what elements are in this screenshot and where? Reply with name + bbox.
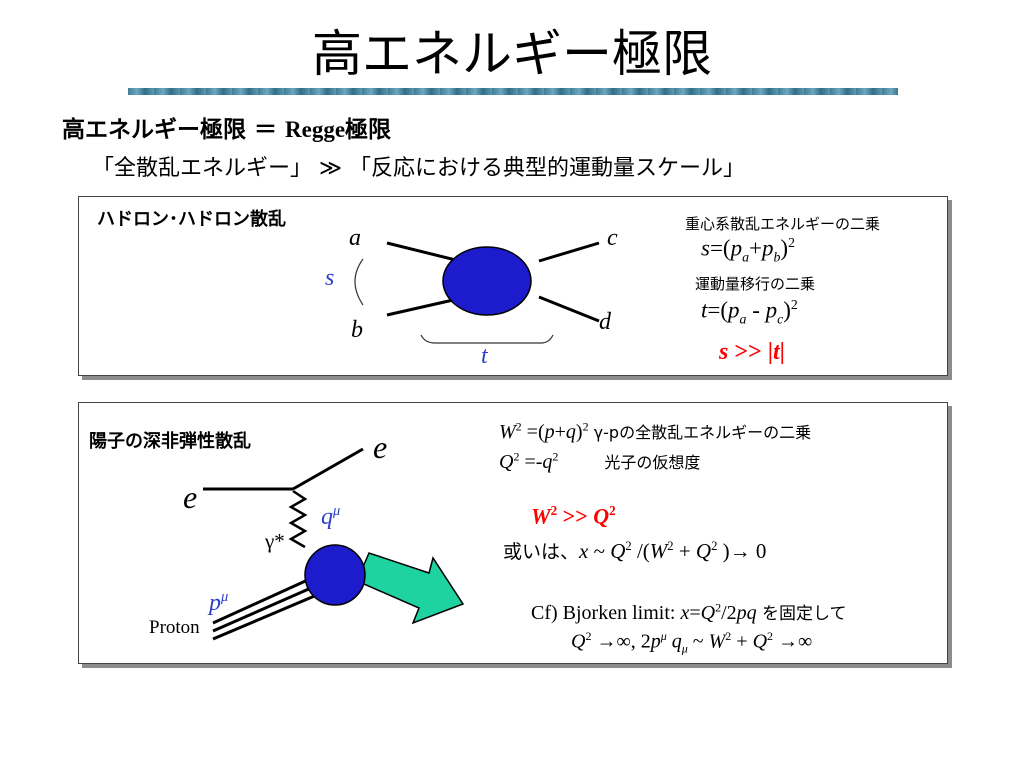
proton-momentum-label: pμ — [209, 589, 229, 616]
hadron-diagram — [354, 241, 600, 344]
dis-label: 陽子の深非弾性散乱 — [89, 431, 251, 452]
interaction-blob — [442, 246, 532, 316]
electron-out-line — [292, 447, 364, 491]
proton-blob — [304, 544, 366, 606]
virtual-photon-label: γ* — [265, 529, 285, 553]
particle-d: d — [599, 309, 611, 335]
title-underline — [128, 88, 898, 95]
w2-much-greater-q2: W2 >> Q2 — [531, 503, 616, 529]
electron-out-label: e — [373, 429, 388, 465]
slide-title: 高エネルギー極限 — [312, 25, 712, 83]
label-t: t — [481, 343, 488, 369]
heading-regge-limit: 高エネルギー極限 ＝ Regge極限 — [62, 110, 391, 144]
w2-definition: W2 =(p+q)2 γ-pの全散乱エネルギーの二乗 — [499, 419, 812, 443]
alternative-condition: 或いは、x ~ Q2 /(W2 + Q2 )→ 0 — [503, 539, 767, 563]
line-c — [538, 241, 600, 263]
heading-energy-comparison: 「全散乱エネルギー」 ≫ 「反応における典型的運動量スケール」 — [92, 156, 746, 181]
momentum-transfer-caption: 運動量移行の二乗 — [695, 275, 816, 293]
heading1-regge: Regge — [285, 117, 346, 142]
particle-a: a — [349, 225, 361, 251]
cm-energy-caption: 重心系散乱エネルギーの二乗 — [685, 215, 881, 233]
bjorken-limit-line: Cf) Bjorken limit: x=Q2/2pq を固定して — [531, 600, 847, 624]
dis-box: 陽子の深非弾性散乱 e e qμ γ* pμ Proton W2 =(p+q)2… — [78, 402, 948, 664]
s-bracket — [354, 258, 364, 306]
limit-line: Q2 →∞, 2pμ qμ ~ W2 + Q2 →∞ — [571, 629, 813, 656]
particle-c: c — [607, 225, 618, 251]
line-d — [538, 295, 600, 323]
proton-line-1 — [212, 571, 324, 625]
proton-line-3 — [212, 587, 332, 641]
proton-label: Proton — [149, 617, 200, 638]
t-formula: t=(pa - pc)2 — [701, 297, 798, 327]
s-much-greater-t: s >> |t| — [719, 339, 785, 365]
electron-in-label: e — [183, 479, 198, 515]
heading1-suffix: 極限 — [345, 117, 392, 143]
t-bracket — [420, 334, 554, 344]
hadron-jet-arrow — [356, 552, 465, 625]
hadron-scattering-label: ハドロン･ハドロン散乱 — [97, 209, 286, 230]
s-formula: s=(pa+pb)2 — [701, 235, 795, 265]
photon-momentum-label: qμ — [321, 503, 341, 530]
particle-b: b — [351, 317, 363, 343]
photon-wavy-line — [288, 489, 308, 549]
heading1-prefix: 高エネルギー極限 ＝ — [62, 117, 286, 143]
hadron-scattering-box: ハドロン･ハドロン散乱 a b c d s t 重心系散乱エネルギーの二乗 s=… — [78, 196, 948, 376]
dis-diagram — [203, 447, 465, 641]
label-s: s — [325, 265, 335, 291]
